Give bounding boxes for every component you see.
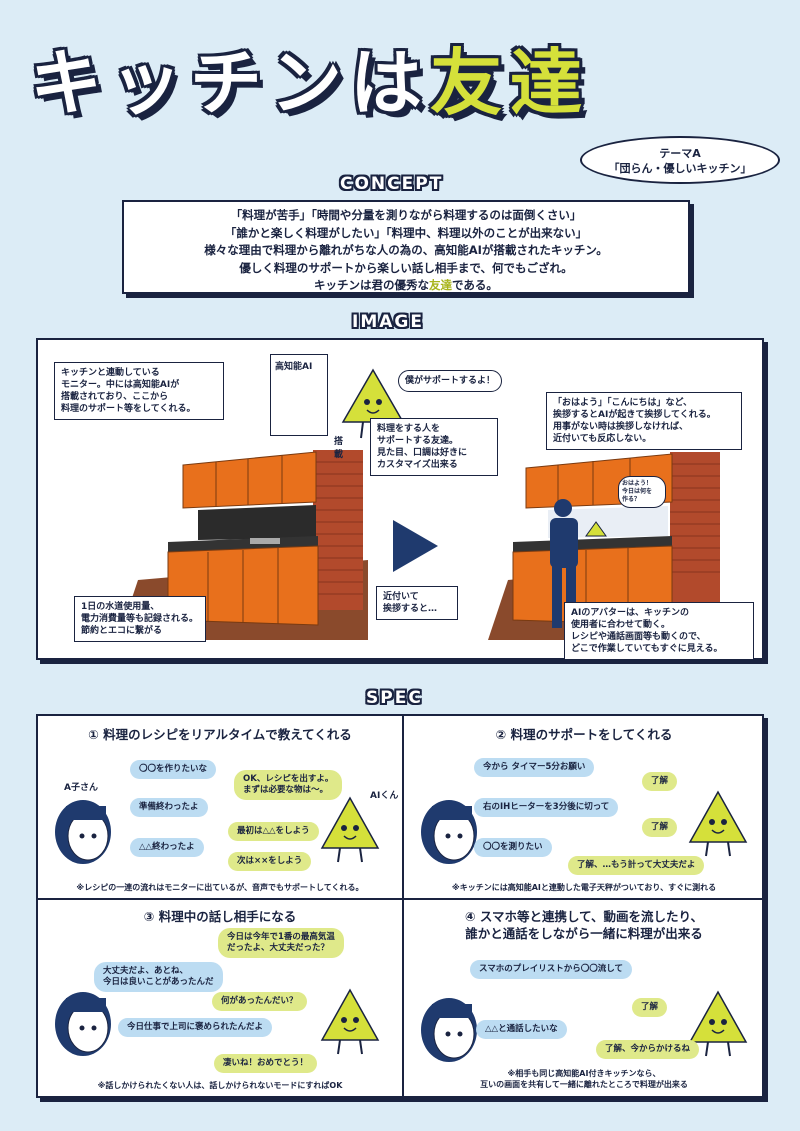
ai-label: 高知能AI (275, 362, 313, 372)
ai-chat: 了解、…もう計って大丈夫だよ (568, 856, 705, 875)
ai-chat: 最初は△△をしよう (228, 822, 319, 841)
ai-chat: 凄いね！おめでとう！ (214, 1054, 318, 1073)
girl-avatar-icon (55, 992, 111, 1056)
concept-last-post: である。 (452, 278, 498, 292)
concept-last-pre: キッチンは君の優秀な (314, 278, 430, 292)
ai-name: AIくん (370, 791, 399, 801)
countertop-left (168, 536, 318, 552)
concept-line: 優しく料理のサポートから楽しい話し相手まで、何でもござれ。 (239, 260, 573, 275)
title-accent: 友達 (430, 41, 591, 125)
monitor-note: キッチンと連動している モニター。中には高知能AIが 搭載されており、ここから … (54, 362, 224, 420)
poster-title: キッチンは 友達 (30, 38, 780, 128)
theme-oval: テーマA 「団らん・優しいキッチン」 (580, 136, 780, 184)
monitor-left (198, 505, 316, 540)
title-main: キッチンは (30, 41, 431, 125)
spec-cell-2-title: ② 料理のサポートをしてくれる (495, 727, 673, 742)
user-silhouette (550, 499, 578, 628)
sink-left (250, 538, 280, 544)
user-chat: スマホのプレイリストから〇〇流して (470, 960, 632, 979)
ai-desc-note: 料理をする人を サポートする友達。 見た目、口調は好きに カスタマイズ出来る (370, 418, 498, 476)
user-chat: 今日仕事で上司に褒められたんだよ (118, 1018, 273, 1037)
ai-mascot-icon (320, 988, 380, 1055)
monitor-greeting-bubble: おはよう！ 今日は何を 作る？ (618, 476, 666, 508)
concept-line-last: キッチンは君の優秀な友達である。 (124, 277, 688, 295)
spec-cell-1-note: ※レシピの一連の流れはモニターに出ているが、音声でもサポートしてくれる。 (76, 883, 364, 892)
concept-heading: CONCEPT (340, 174, 444, 194)
spec-divider-vertical (402, 716, 404, 1096)
ai-chat: OK、レシピを出すよ。 まずは必要な物は〜。 (234, 770, 343, 800)
ai-chat: 了解、今からかけるね (596, 1040, 700, 1059)
girl-avatar-icon (55, 800, 111, 864)
concept-box: 「料理が苦手」「時間や分量を測りながら料理するのは面倒くさい」 「誰かと楽しく料… (122, 200, 690, 294)
theme-line1: テーマA (659, 147, 701, 160)
user-chat: 準備終わったよ (130, 798, 208, 817)
concept-line: 「誰かと楽しく料理がしたい」「料理中、料理以外のことが出来ない」 (224, 225, 588, 240)
concept-line: 「料理が苦手」「時間や分量を測りながら料理するのは面倒くさい」 (230, 208, 582, 222)
girl-avatar-icon (421, 800, 477, 864)
user-name: A子さん (64, 783, 98, 793)
ai-chat: 了解 (642, 818, 678, 837)
spec-cell-4-note: ※相手も同じ高知能AI付きキッチンなら、 互いの画面を共有して一緒に離れたところ… (480, 1069, 688, 1089)
ai-chat: 了解 (632, 998, 668, 1017)
spec-cell-1-title: ① 料理のレシピをリアルタイムで教えてくれる (88, 727, 352, 742)
greeting-note: 「おはよう」「こんにちは」など、 挨拶するとAIが起きて挨拶してくれる。 用事が… (546, 392, 742, 450)
ai-label-box: 高知能AI (270, 354, 328, 436)
upper-cabinet-left (182, 451, 317, 509)
spec-cell-2-note: ※キッチンには高知能AIと連動した電子天秤がついており、すぐに測れる (451, 883, 717, 892)
girl-avatar-icon (421, 998, 477, 1062)
theme-line2: 「団らん・優しいキッチン」 (608, 162, 752, 175)
spec-cell-4-title: ④ スマホ等と連携して、動画を流したり、 誰かと通話をしながら一緒に料理が出来る (464, 909, 704, 941)
concept-line: 様々な理由で料理から離れがちな人の為の、高知能AIが搭載されたキッチン。 (204, 243, 608, 257)
ai-mascot-icon (320, 796, 380, 863)
ai-chat: 次は××をしよう (228, 852, 312, 871)
ai-mascot-icon (688, 990, 748, 1057)
ai-mascot-icon (341, 368, 405, 439)
arrow-icon (393, 520, 438, 572)
user-chat: 〇〇を作りたいな (130, 760, 217, 779)
brick-wall-left (313, 450, 363, 610)
ai-chat: 何があったんだい？ (212, 992, 307, 1011)
ai-chat: 了解 (642, 772, 678, 791)
mounted-label: 搭 載 (334, 437, 344, 460)
spec-heading: SPEC (366, 688, 423, 708)
user-chat: 〇〇を測りたい (474, 838, 552, 857)
ai-mascot-icon (688, 790, 748, 857)
spec-cell-3-note: ※話しかけられたくない人は、話しかけられないモードにすればOK (97, 1081, 343, 1090)
image-panel: キッチンと連動している モニター。中には高知能AIが 搭載されており、ここから … (36, 338, 764, 660)
approach-note: 近付いて 挨拶すると… (376, 586, 458, 620)
brick-wall-right (670, 452, 720, 612)
ai-small-icon (585, 521, 607, 537)
spec-divider-horizontal (38, 898, 762, 900)
brick-lines-left (313, 461, 363, 595)
concept-last-accent: 友達 (429, 278, 453, 292)
image-heading: IMAGE (352, 312, 424, 332)
avatar-note: AIのアバターは、キッチンの 使用者に合わせて動く。 レシピや通話画面等も動くの… (564, 602, 754, 660)
spec-panel: ① 料理のレシピをリアルタイムで教えてくれる A子さん AIくん 〇〇を作りたい… (36, 714, 764, 1098)
user-chat: △△と通話したいな (476, 1020, 567, 1039)
meter-note: 1日の水道使用量、 電力消費量等も記録される。 節約とエコに繋がる (74, 596, 206, 642)
ai-speech-bubble: 僕がサポートするよ！ (398, 370, 503, 392)
user-chat: 右のIHヒーターを3分後に切って (474, 798, 619, 817)
spec-cell-3-title: ③ 料理中の話し相手になる (143, 909, 297, 924)
user-chat: 大丈夫だよ、あとね、 今日は良いことがあったんだ (94, 962, 223, 992)
user-chat: 今から タイマー5分お願い (474, 758, 595, 777)
user-chat: △△終わったよ (130, 838, 204, 857)
ai-chat: 今日は今年で1番の最高気温 だったよ、大丈夫だった？ (218, 928, 344, 958)
